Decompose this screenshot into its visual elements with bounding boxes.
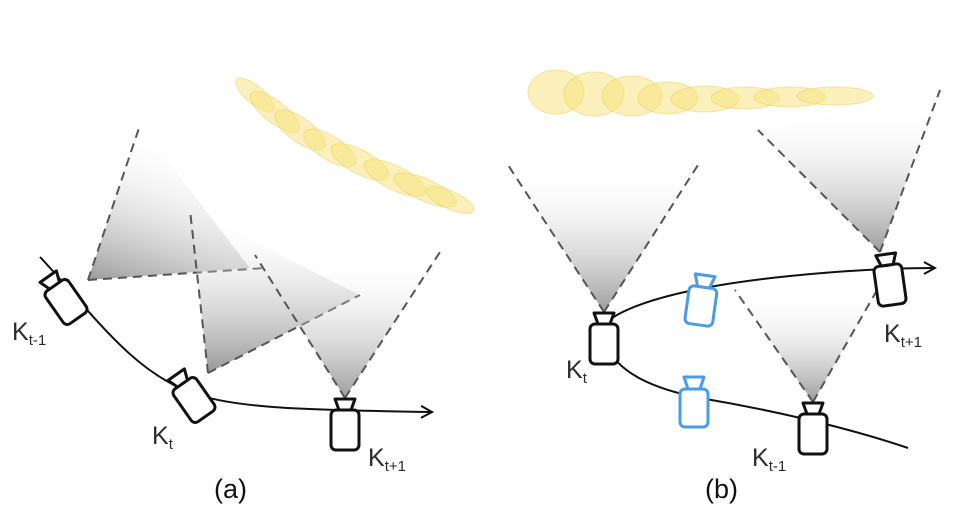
caption-a: (a) xyxy=(214,474,247,504)
frustum-b-kt xyxy=(507,164,699,313)
frustum-a-kt+1 xyxy=(254,251,441,399)
panel-a xyxy=(38,77,475,452)
label-b-kt-1: Kt-1 xyxy=(752,444,787,475)
camera-b-kt xyxy=(588,311,620,366)
label-b-kt+1: Kt+1 xyxy=(884,320,922,351)
camera-a-kt xyxy=(166,367,217,424)
gaussian-cloud-b xyxy=(527,69,874,117)
frustum-b-kt-1 xyxy=(734,284,881,403)
label-a-kt-1: Kt-1 xyxy=(12,318,47,349)
frustum-b-kt+1 xyxy=(757,89,941,253)
camera-a-kt+1 xyxy=(329,397,361,452)
label-a-kt: Kt xyxy=(152,422,173,453)
camera-a-kt-1 xyxy=(38,269,89,326)
gaussian-cloud-a xyxy=(235,77,475,214)
virtual-camera-lower xyxy=(678,375,710,429)
caption-b: (b) xyxy=(705,474,738,504)
virtual-camera-upper xyxy=(683,272,719,328)
camera-b-kt+1 xyxy=(872,251,908,308)
label-b-kt: Kt xyxy=(566,356,587,387)
camera-b-kt-1 xyxy=(797,401,829,456)
panel-b xyxy=(507,69,941,456)
label-a-kt+1: Kt+1 xyxy=(368,444,406,475)
